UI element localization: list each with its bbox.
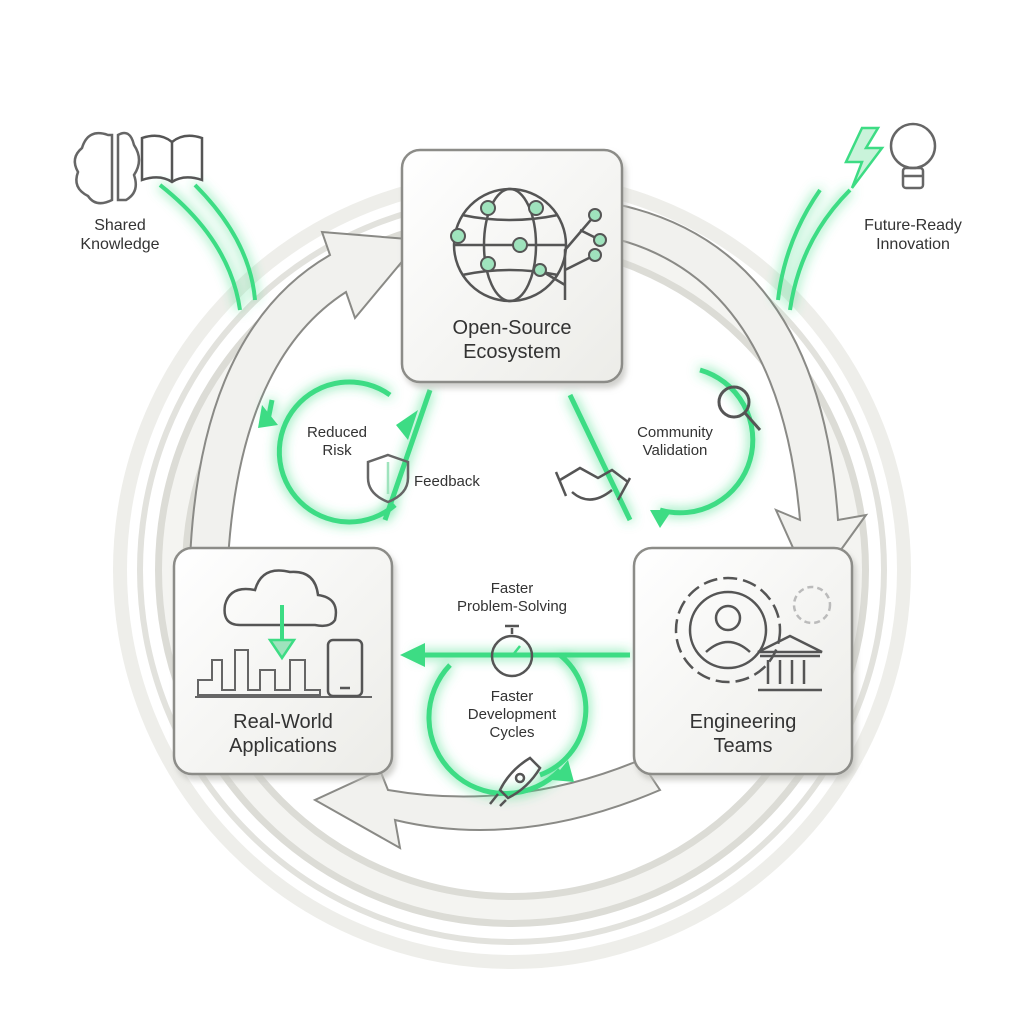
faster-development-cycles-label: Faster Development Cycles	[442, 688, 582, 742]
real-world-label: Real-World Applications	[174, 710, 392, 758]
rocket-icon	[489, 756, 542, 807]
shared-knowledge-line2: Knowledge	[80, 236, 160, 254]
faster-dev-loop-right	[539, 653, 589, 778]
faster-dev-loop-left	[426, 663, 562, 796]
engineering-line2: Teams	[713, 735, 773, 757]
lightning-icon	[844, 126, 885, 189]
open-source-card[interactable]	[400, 148, 624, 384]
reduced-risk-label: Reduced Risk	[292, 424, 382, 460]
brain-icon	[73, 131, 141, 205]
real-world-line1: Real-World	[233, 711, 333, 733]
faster-problem-solving-line1: Faster	[490, 580, 534, 597]
faster-problem-solving-label: Faster Problem-Solving	[432, 580, 592, 616]
cloud-download-icon	[223, 569, 338, 661]
reduced-risk-line2: Risk	[322, 442, 352, 459]
future-ready-arrow	[788, 188, 852, 311]
future-ready-line2: Innovation	[876, 236, 950, 254]
faster-problem-solving-line2: Problem-Solving	[456, 598, 568, 615]
reduced-risk-line1: Reduced	[306, 424, 368, 441]
input-arrows	[158, 183, 852, 311]
reduced-risk-loop	[276, 379, 397, 525]
magnifier-icon	[717, 385, 762, 431]
real-world-line2: Applications	[229, 735, 337, 757]
shield-icon	[366, 453, 410, 504]
feedback-text: Feedback	[414, 473, 480, 490]
book-icon	[140, 134, 204, 184]
handshake-icon	[554, 466, 632, 501]
shared-knowledge-label: Shared Knowledge	[60, 216, 180, 254]
community-validation-line2: Validation	[642, 442, 708, 459]
faster-development-line3: Cycles	[489, 724, 535, 741]
green-loops	[265, 367, 756, 796]
globe-network-icon	[450, 187, 607, 303]
faster-development-line1: Faster	[490, 688, 534, 705]
building-icon	[757, 634, 823, 692]
phone-icon	[326, 638, 364, 698]
future-ready-label: Future-Ready Innovation	[848, 216, 978, 254]
open-source-label: Open-Source Ecosystem	[402, 316, 622, 364]
stopwatch-icon	[490, 624, 534, 678]
open-source-line2: Ecosystem	[463, 341, 561, 363]
shared-knowledge-line1: Shared	[94, 217, 146, 234]
engineering-card[interactable]	[632, 546, 854, 776]
feedback-label: Feedback	[414, 473, 498, 491]
future-ready-line1: Future-Ready	[864, 217, 962, 234]
engineering-line1: Engineering	[689, 711, 797, 733]
shared-knowledge-arrow	[158, 183, 242, 311]
community-validation-loop	[659, 367, 756, 516]
lightbulb-icon	[889, 122, 937, 190]
faster-development-line2: Development	[467, 706, 557, 723]
real-world-card[interactable]	[172, 546, 394, 776]
open-source-line1: Open-Source	[452, 317, 572, 339]
gear-person-icon	[674, 576, 832, 684]
engineering-label: Engineering Teams	[634, 710, 852, 758]
community-validation-label: Community Validation	[620, 424, 730, 460]
green-arrowheads	[258, 405, 672, 782]
community-validation-line1: Community	[637, 424, 713, 441]
